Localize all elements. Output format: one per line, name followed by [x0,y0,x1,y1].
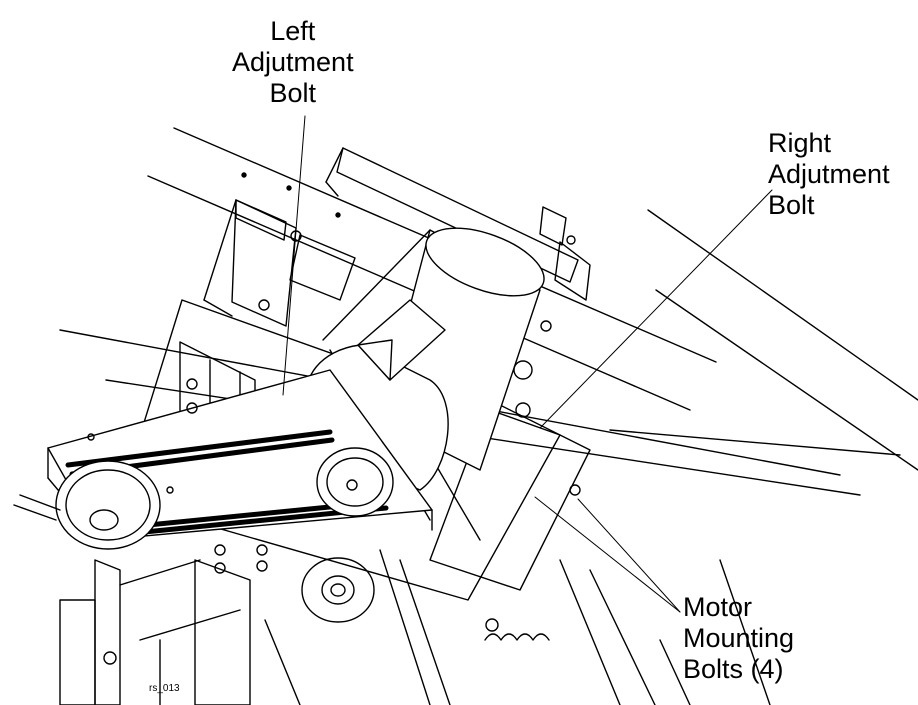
left-adjustment-bolt-callout: Left Adjutment Bolt [232,16,354,109]
callout-line: Bolt [269,78,317,108]
large-pulley [13,460,161,550]
leader-lines [282,115,773,613]
callout-line: Left [270,16,316,46]
lower-rails [379,549,771,705]
spring [484,633,550,641]
callout-line: Adjutment [768,159,890,189]
right-adjustment-bolt-callout: Right Adjutment Bolt [768,128,890,221]
callout-line: Mounting [683,623,795,653]
lower-wheel [301,557,375,623]
callout-line: Bolts (4) [683,654,784,684]
callout-line: Motor [683,592,753,622]
bolt-heads [87,172,581,665]
callout-line: Adjutment [232,47,354,77]
upper-channel [325,147,579,283]
motor-mounting-bolts-callout: Motor Mounting Bolts (4) [683,592,794,685]
callout-line: Bolt [768,190,815,220]
motor-pulley [316,447,394,517]
figure-id: rs_013 [149,683,180,694]
rear-bracket [539,206,591,301]
lower-frame [59,559,301,705]
callout-line: Right [768,128,832,158]
